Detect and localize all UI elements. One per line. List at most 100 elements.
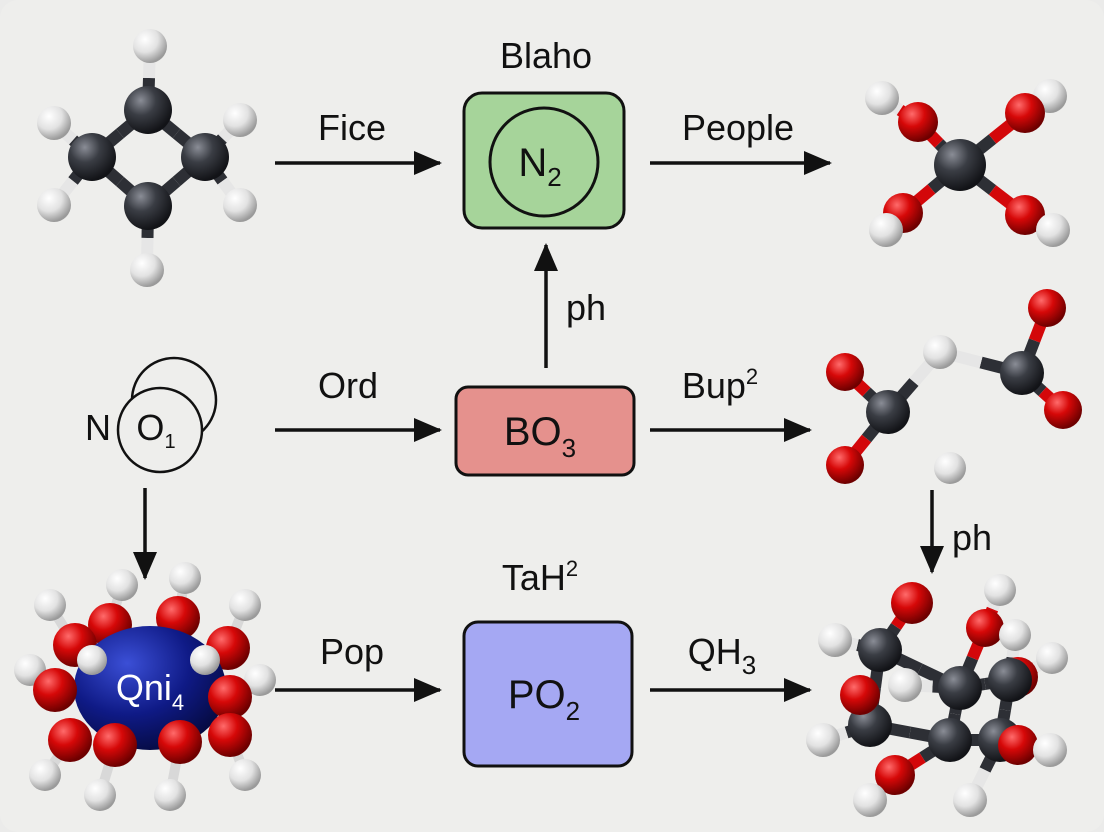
hydrogen-atom: [229, 589, 261, 621]
hydrogen-atom: [984, 574, 1016, 606]
label-ph-down: ph: [952, 517, 992, 558]
carbon-atom: [866, 390, 910, 434]
mid-box-formula-main: BO: [504, 410, 562, 454]
mid-box: [454, 385, 636, 477]
hydrogen-atom: [229, 759, 261, 791]
hydrogen-atom: [133, 29, 167, 63]
oxygen-atom: [1005, 195, 1045, 235]
hydrogen-atom: [853, 783, 887, 817]
carbon-atom: [181, 133, 229, 181]
oxygen-atom: [158, 720, 202, 764]
oxygen-atom: [840, 675, 880, 715]
oxygen-atom: [875, 755, 915, 795]
label-people: People: [682, 107, 794, 148]
bot-box-title-main: TaH: [502, 557, 566, 598]
hydrogen-atom: [106, 569, 138, 601]
hydrogen-atom: [869, 213, 903, 247]
hydrogen-atom: [223, 103, 257, 137]
hydrogen-atom: [865, 81, 899, 115]
central-metal-sphere: [74, 626, 226, 750]
hydrogen-atom: [818, 623, 852, 657]
label-bup-sup: 2: [746, 364, 758, 389]
carbon-atom: [1000, 351, 1044, 395]
oxygen-atom: [826, 353, 864, 391]
top-box-ring: [488, 106, 600, 218]
molecule-top-left: [37, 29, 257, 287]
cluster-label: Qni4: [116, 667, 184, 715]
top-box-formula: N2: [518, 141, 561, 192]
cluster-label-main: Qni: [116, 667, 172, 708]
hydrogen-atom: [154, 779, 186, 811]
oxygen-atom: [891, 582, 933, 624]
hydrogen-atom: [953, 783, 987, 817]
carbon-atom: [988, 658, 1032, 702]
label-fice: Fice: [318, 107, 386, 148]
top-box-title: Blaho: [500, 35, 592, 76]
hydrogen-atom: [84, 779, 116, 811]
label-ph-up: ph: [566, 287, 606, 328]
hydrogen-atom: [923, 335, 957, 369]
no-symbol-o-main: O: [136, 407, 164, 448]
mid-box-formula: BO3: [504, 410, 576, 463]
no-symbol-n: N: [85, 407, 111, 448]
oxygen-atom: [33, 668, 77, 712]
bot-box-formula: PO2: [508, 673, 580, 726]
oxygen-atom: [93, 723, 137, 767]
bot-box-title: TaH2: [502, 556, 578, 598]
oxygen-atom: [208, 675, 252, 719]
no-symbol: N O1: [85, 356, 218, 474]
hydrogen-atom: [244, 664, 276, 696]
no-symbol-ring-front: [116, 386, 204, 474]
hydrogen-atom: [29, 759, 61, 791]
hydrogen-atom: [223, 188, 257, 222]
top-box-formula-main: N: [518, 141, 547, 185]
hydrogen-atom: [806, 723, 840, 757]
top-box-formula-sub: 2: [547, 162, 561, 192]
hydrogen-atom: [34, 589, 66, 621]
carbon-atom: [124, 86, 172, 134]
hydrogen-atom: [1036, 213, 1070, 247]
mid-box-formula-sub: 3: [562, 433, 576, 463]
label-qh3: QH3: [688, 631, 756, 680]
carbon-atom: [928, 718, 972, 762]
label-qh3-main: QH: [688, 631, 742, 672]
molecule-bottom-right: [806, 574, 1068, 817]
hydrogen-atom: [77, 645, 107, 675]
hydrogen-atom: [1036, 642, 1068, 674]
hydrogen-atom: [37, 188, 71, 222]
oxygen-atom: [826, 446, 864, 484]
label-ord: Ord: [318, 365, 378, 406]
molecule-middle-right: [826, 289, 1082, 484]
hydrogen-atom: [169, 562, 201, 594]
hydrogen-atom: [37, 106, 71, 140]
oxygen-atom: [1028, 289, 1066, 327]
bot-box-formula-sub: 2: [566, 696, 580, 726]
hydrogen-atom: [130, 253, 164, 287]
no-symbol-o: O1: [136, 407, 175, 453]
oxygen-atom: [966, 609, 1004, 647]
label-pop: Pop: [320, 631, 384, 672]
oxygen-atom: [48, 718, 92, 762]
molecule-top-right: [865, 79, 1070, 247]
hydrogen-atom: [1033, 733, 1067, 767]
label-qh3-sub: 3: [742, 650, 756, 680]
oxygen-atom: [998, 725, 1038, 765]
hydrogen-atom: [888, 668, 922, 702]
hydrogen-atom: [190, 645, 220, 675]
label-bup: Bup2: [682, 364, 758, 406]
oxygen-atom: [1044, 391, 1082, 429]
hydrogen-atom: [934, 452, 966, 484]
oxygen-atom: [208, 713, 252, 757]
carbon-atom: [858, 628, 902, 672]
no-symbol-o-sub: 1: [164, 431, 175, 453]
hydrogen-atom: [999, 619, 1031, 651]
oxygen-atom: [898, 102, 938, 142]
carbon-atom: [934, 139, 986, 191]
cluster-label-sub: 4: [172, 690, 184, 715]
arrows: [133, 151, 944, 702]
bot-box-title-sup: 2: [566, 556, 578, 581]
molecule-bottom-left-cluster: [14, 562, 276, 811]
carbon-atom: [938, 666, 982, 710]
carbon-atom: [124, 182, 172, 230]
